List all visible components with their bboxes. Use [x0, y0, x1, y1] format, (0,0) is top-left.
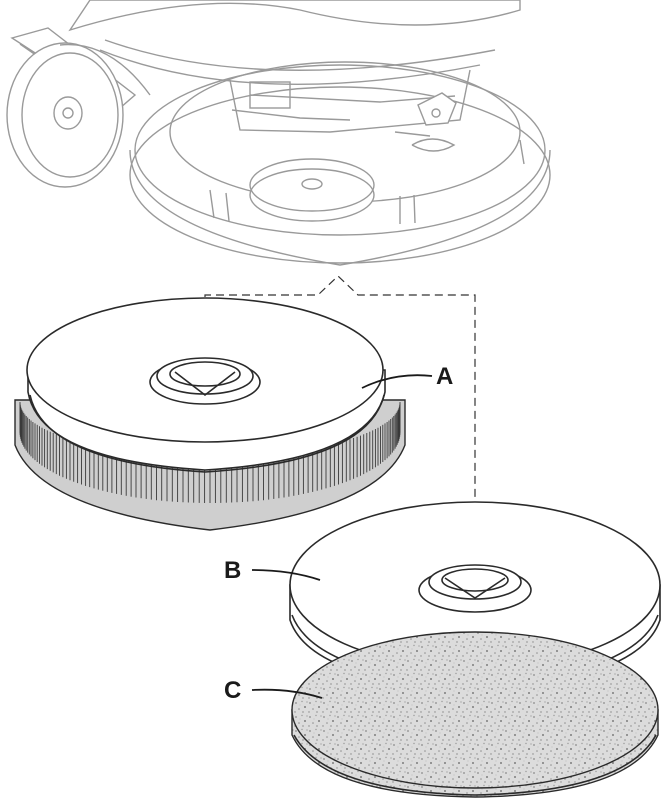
callout-a: A: [361, 363, 453, 390]
machine-base: [6, 0, 551, 266]
abrasive-pad: [291, 631, 659, 798]
callout-label-a: A: [436, 363, 453, 390]
callout-label-c: C: [224, 677, 241, 704]
alignment-lines: [204, 275, 476, 560]
callout-c: C: [224, 677, 323, 704]
brush-bristles: [19, 402, 401, 503]
callout-b: B: [224, 557, 321, 584]
brush-disc: [14, 297, 406, 531]
callout-label-b: B: [224, 557, 241, 584]
pad-driver: [289, 501, 661, 691]
